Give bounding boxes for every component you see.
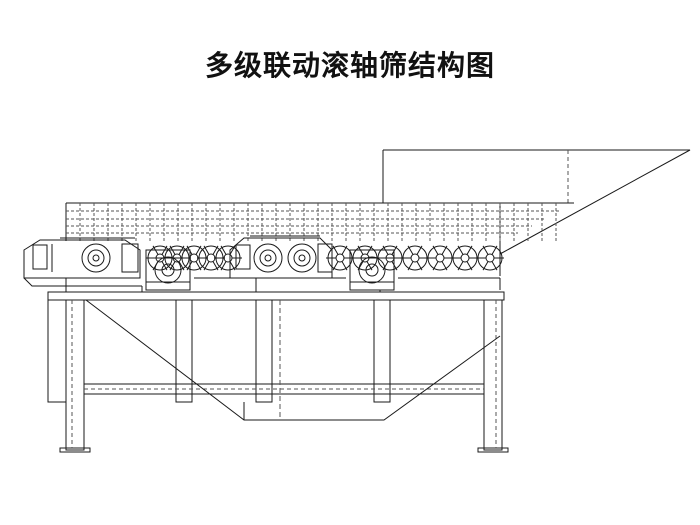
screen-base: [24, 278, 500, 292]
motor-1: [146, 250, 190, 290]
roller-row: [146, 246, 504, 270]
grid-lines: [80, 203, 556, 241]
roller-shaft: [214, 246, 242, 270]
roller-shaft: [451, 246, 479, 270]
discharge-chute: [86, 300, 500, 420]
drive-unit-2: [230, 236, 332, 278]
screen-frame: [66, 203, 574, 241]
support-frame: [48, 292, 508, 452]
drive-unit-1: [24, 238, 140, 278]
diagram-title: 多级联动滚轴筛结构图: [204, 49, 495, 82]
roller-shaft: [476, 246, 504, 270]
hopper: [383, 150, 690, 276]
motor-2: [350, 250, 394, 290]
roller-shaft: [401, 246, 429, 270]
roller-shaft: [426, 246, 454, 270]
